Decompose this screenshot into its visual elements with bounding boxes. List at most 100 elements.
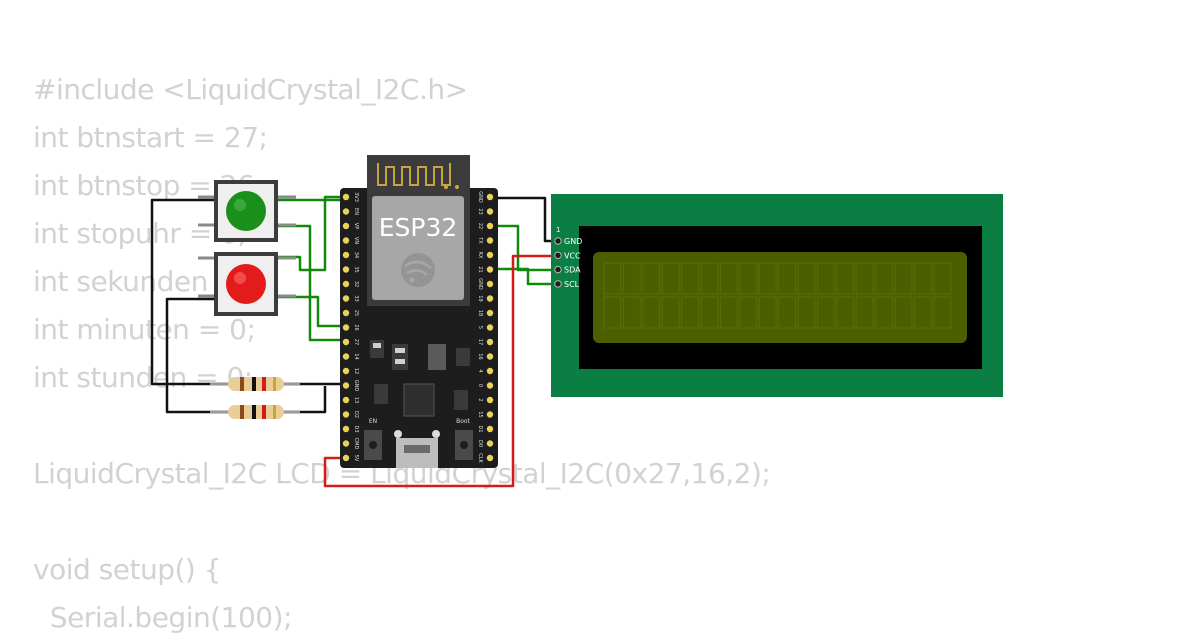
esp32-right-pin-label: 18 bbox=[477, 310, 483, 316]
esp32-left-pin[interactable] bbox=[342, 237, 350, 244]
esp32-left-pin[interactable] bbox=[342, 324, 350, 331]
lcd-pin-index: 1 bbox=[556, 226, 560, 234]
lcd-display: 1 GND VCC SDA SCL bbox=[551, 194, 1003, 397]
esp32-left-pin[interactable] bbox=[342, 338, 350, 346]
esp32-left-pin-label: 3V3 bbox=[353, 192, 359, 202]
esp32-right-pin[interactable] bbox=[486, 367, 494, 375]
lcd-pin-label: VCC bbox=[564, 251, 581, 260]
esp32-left-pin-label: 12 bbox=[353, 368, 359, 374]
esp32-right-pin[interactable] bbox=[486, 396, 494, 404]
code-editor-background: #include <LiquidCrystal_I2C.h>int btnsta… bbox=[33, 66, 771, 642]
esp32-right-pin-label: D1 bbox=[477, 425, 483, 432]
esp32-left-pin[interactable] bbox=[342, 440, 350, 447]
lcd-pin-label: GND bbox=[564, 237, 582, 246]
esp32-left-pin-label: 35 bbox=[353, 266, 359, 272]
en-button[interactable] bbox=[364, 430, 382, 460]
esp32-left-pin-label: GND bbox=[353, 380, 359, 392]
esp32-left-pin[interactable] bbox=[342, 222, 350, 230]
code-line: Serial.begin(100); bbox=[33, 601, 293, 634]
lcd-pin-label: SDA bbox=[564, 266, 581, 275]
esp32-right-pin[interactable] bbox=[486, 266, 494, 273]
pushbutton-green[interactable] bbox=[198, 180, 296, 242]
esp32-right-pin[interactable] bbox=[486, 440, 494, 447]
code-line: int btnstart = 27; bbox=[33, 121, 268, 154]
esp32-label: ESP32 bbox=[379, 213, 458, 242]
esp32-right-pin[interactable] bbox=[486, 411, 494, 418]
esp32-left-pin[interactable] bbox=[342, 411, 350, 418]
esp32-right-pin-label: 4 bbox=[477, 369, 483, 372]
esp32-right-pin[interactable] bbox=[486, 280, 494, 288]
lcd-pin-label: SCL bbox=[564, 280, 580, 289]
esp32-left-pin[interactable] bbox=[342, 295, 350, 302]
esp32-left-pin-label: 5V bbox=[353, 455, 359, 462]
esp32-left-header: 3V3ENVPVN343532332526271412GND13D2D3CMD5… bbox=[342, 192, 359, 462]
resistor-1 bbox=[210, 377, 300, 391]
lcd-pin[interactable] bbox=[554, 280, 562, 288]
esp32-left-pin-label: 25 bbox=[353, 310, 359, 316]
esp32-left-pin[interactable] bbox=[342, 266, 350, 273]
esp32-right-pin-label: D0 bbox=[477, 440, 483, 447]
esp32-right-pin-label: GND bbox=[477, 191, 483, 203]
wire-green-lcd-scl bbox=[490, 267, 560, 286]
esp32-left-pin[interactable] bbox=[342, 382, 350, 389]
esp32-left-pin[interactable] bbox=[342, 193, 350, 201]
lcd-i2c-header: GND VCC SDA SCL bbox=[554, 237, 582, 289]
esp32-left-pin[interactable] bbox=[342, 425, 350, 433]
esp32-right-pin-label: 0 bbox=[477, 384, 483, 387]
esp32-right-pin-label: GND bbox=[477, 278, 483, 290]
code-line: int stopuhr = 0; bbox=[33, 217, 247, 250]
esp32-right-pin[interactable] bbox=[486, 193, 494, 201]
esp32-right-pin[interactable] bbox=[486, 324, 494, 331]
lcd-pin[interactable] bbox=[554, 265, 562, 274]
esp32-right-pin[interactable] bbox=[486, 237, 494, 244]
pushbutton-red[interactable] bbox=[198, 252, 296, 316]
esp32-left-pin-label: 14 bbox=[353, 353, 359, 359]
esp32-right-pin-label: 21 bbox=[477, 266, 483, 272]
esp32-right-pin[interactable] bbox=[486, 425, 494, 433]
wire-black-lcd-gnd bbox=[490, 196, 560, 243]
esp32-right-pin[interactable] bbox=[486, 251, 494, 259]
esp32-right-pin[interactable] bbox=[486, 454, 494, 462]
esp32-left-pin-label: 33 bbox=[353, 295, 359, 301]
esp32-right-pin-label: TX bbox=[477, 236, 483, 244]
esp32-left-pin-label: D3 bbox=[353, 425, 359, 432]
wire-black-btn2-ground bbox=[165, 297, 327, 414]
esp32-right-pin[interactable] bbox=[486, 309, 494, 317]
esp32-left-pin[interactable] bbox=[342, 309, 350, 317]
esp32-left-pin[interactable] bbox=[342, 353, 350, 360]
esp32-left-pin[interactable] bbox=[342, 454, 350, 462]
esp32-right-pin[interactable] bbox=[486, 295, 494, 302]
esp32-left-pin[interactable] bbox=[342, 251, 350, 259]
wire-green-btn1-bottom bbox=[278, 224, 346, 342]
esp32-right-pin[interactable] bbox=[486, 338, 494, 346]
esp32-left-pin-label: VN bbox=[353, 237, 359, 244]
wire-green-btn2-top bbox=[278, 195, 346, 272]
code-line: #include <LiquidCrystal_I2C.h> bbox=[33, 73, 468, 106]
esp32-left-pin[interactable] bbox=[342, 396, 350, 404]
espressif-logo-icon bbox=[401, 253, 435, 287]
esp32-left-pin[interactable] bbox=[342, 367, 350, 375]
esp32-right-pin-label: RX bbox=[477, 252, 483, 259]
esp32-left-pin[interactable] bbox=[342, 280, 350, 288]
lcd-pin[interactable] bbox=[554, 237, 562, 245]
esp32-left-pin-label: VP bbox=[353, 223, 359, 229]
code-line: void setup() { bbox=[33, 553, 222, 586]
boot-button-label: Boot bbox=[456, 418, 470, 425]
esp32-right-pin-label: 2 bbox=[477, 398, 483, 401]
esp32-left-pin-label: 26 bbox=[353, 324, 359, 330]
esp32-right-pin[interactable] bbox=[486, 222, 494, 230]
esp32-right-pin[interactable] bbox=[486, 208, 494, 215]
wire-red-lcd-vcc bbox=[323, 254, 560, 488]
esp32-right-pin-label: 17 bbox=[477, 339, 483, 345]
esp32-right-pin[interactable] bbox=[486, 353, 494, 360]
esp32-left-pin-label: EN bbox=[353, 208, 359, 215]
lcd-pin[interactable] bbox=[554, 251, 562, 260]
esp32-left-pin[interactable] bbox=[342, 208, 350, 215]
esp32-right-pin[interactable] bbox=[486, 382, 494, 389]
esp32-left-pin-label: 34 bbox=[353, 252, 359, 258]
boot-button[interactable] bbox=[455, 430, 473, 460]
esp32-left-pin-label: 13 bbox=[353, 397, 359, 403]
esp32-board: ESP32 EN Boot bbox=[340, 155, 498, 468]
